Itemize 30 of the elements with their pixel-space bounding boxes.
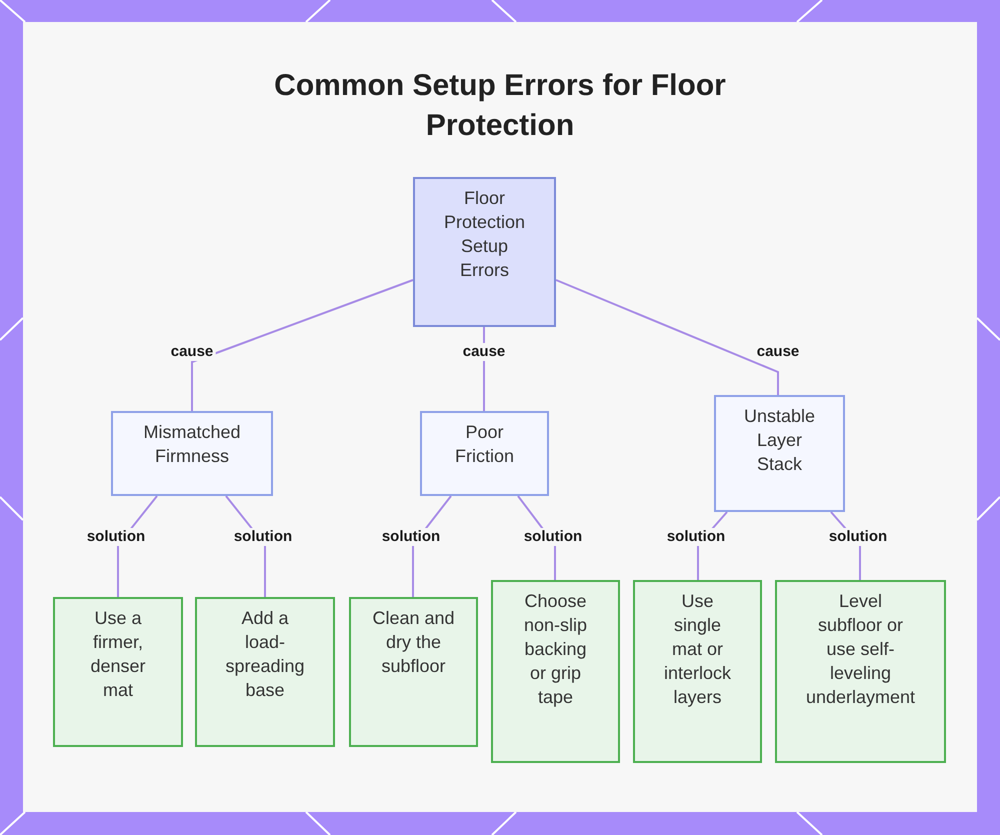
node-text: Level subfloor or use self-leveling underlayment bbox=[805, 590, 916, 709]
node-text: Add a load-spreading base bbox=[224, 607, 306, 702]
topic-box bbox=[413, 177, 556, 327]
edge-label: solution bbox=[522, 528, 584, 546]
node-text: Poor Friction bbox=[454, 421, 515, 468]
solution-box bbox=[349, 597, 478, 747]
node-text: Unstable Layer Stack bbox=[742, 405, 816, 476]
connector-line bbox=[556, 279, 779, 395]
problem-box bbox=[111, 411, 273, 496]
node-text: Use a firmer, denser mat bbox=[89, 607, 147, 702]
edge-label: solution bbox=[826, 528, 890, 546]
edge-label: solution bbox=[232, 528, 294, 546]
edge-label: cause bbox=[460, 343, 508, 361]
edge-label: solution bbox=[84, 528, 148, 546]
solution-box bbox=[491, 580, 620, 763]
node-text: Use single mat or interlock layers bbox=[662, 590, 732, 709]
edge-label: solution bbox=[664, 528, 728, 546]
solution-box bbox=[53, 597, 183, 747]
problem-box bbox=[714, 395, 845, 512]
problem-box bbox=[420, 411, 549, 496]
solution-box bbox=[775, 580, 946, 763]
connector-line bbox=[191, 279, 414, 411]
node-text: Mismatched Firmness bbox=[142, 421, 242, 468]
title: Common Setup Errors for Floor Protection bbox=[273, 68, 727, 144]
node-text: Floor Protection Setup Errors bbox=[442, 187, 526, 282]
node-text: Choose non-slip backing or grip tape bbox=[522, 590, 588, 709]
node-text: Clean and dry the subfloor bbox=[371, 607, 456, 678]
solution-box bbox=[195, 597, 335, 747]
edge-label: solution bbox=[380, 528, 442, 546]
solution-box bbox=[633, 580, 762, 763]
